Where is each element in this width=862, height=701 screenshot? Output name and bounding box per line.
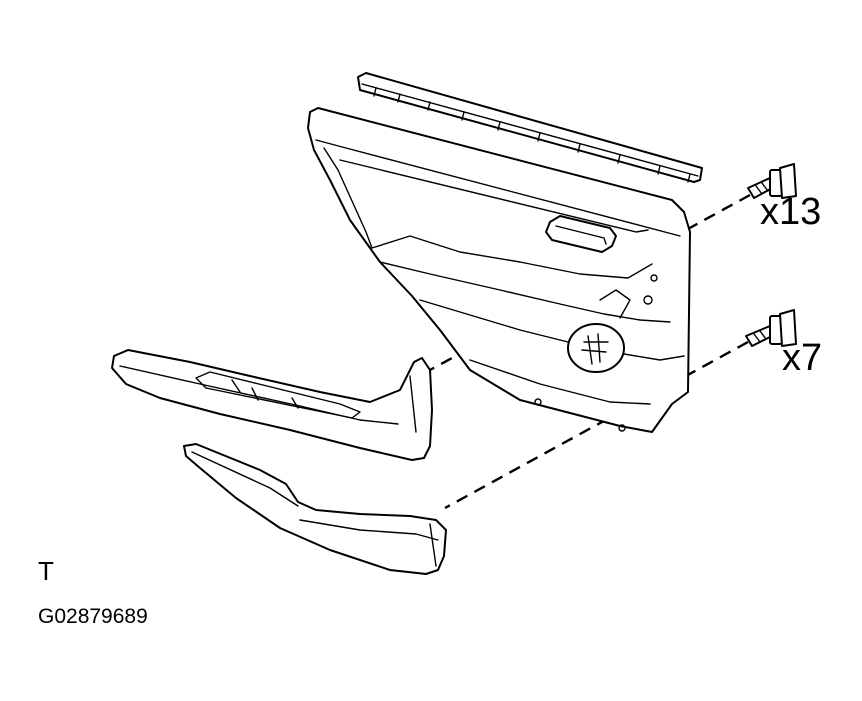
leader-lower-clip — [444, 340, 749, 510]
weatherstrip — [357, 72, 703, 183]
quantity-label-lower-clip: x7 — [782, 337, 823, 379]
clip-upper — [747, 163, 797, 199]
clip-lower — [745, 309, 797, 347]
door-trim-panel — [307, 107, 691, 433]
armrest-upper-trim — [111, 349, 433, 461]
armrest-lower-trim — [183, 443, 447, 575]
view-code-label: T — [38, 556, 54, 586]
quantity-label-upper-clip: x13 — [760, 191, 822, 233]
figure-id-label: G02879689 — [38, 605, 148, 628]
